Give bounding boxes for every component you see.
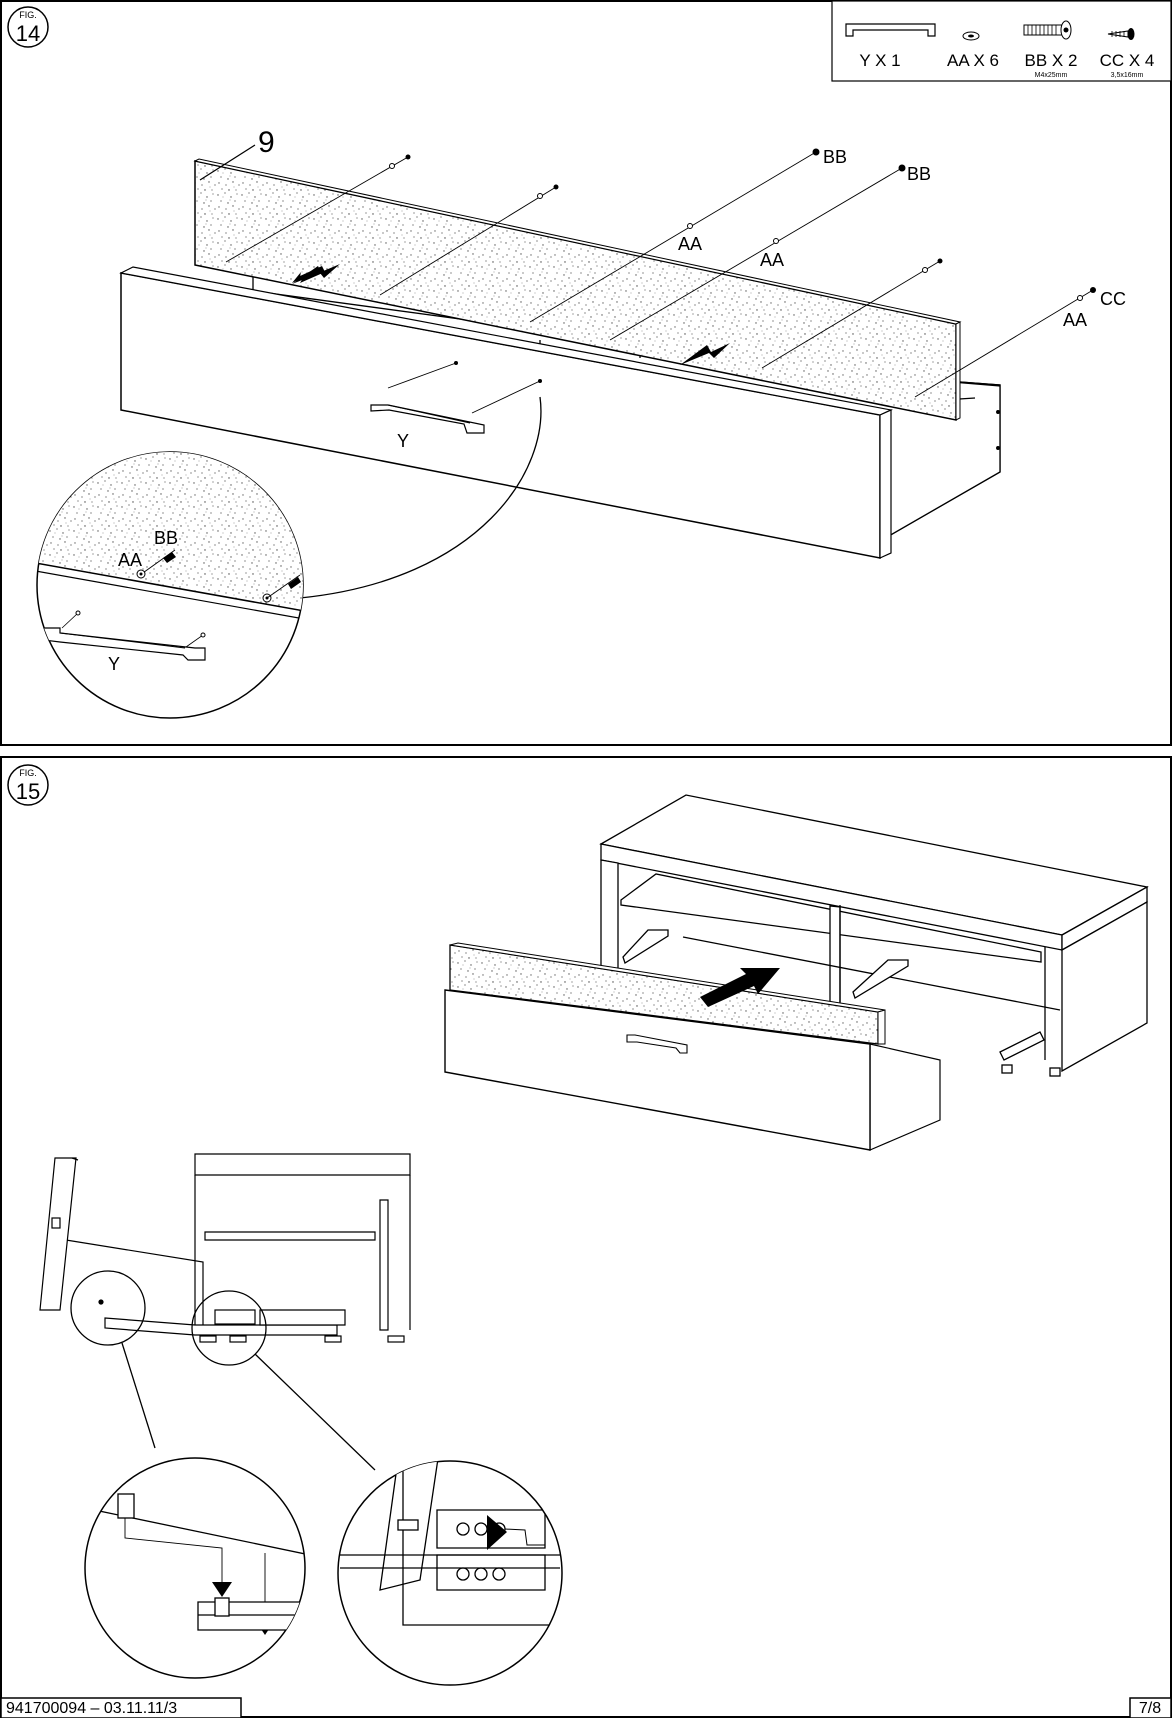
panel-9: 9 bbox=[193, 126, 962, 421]
detail-label-y: Y bbox=[108, 654, 120, 674]
label-cc: CC bbox=[1100, 289, 1126, 309]
push-arrows bbox=[292, 264, 730, 365]
footer-page-number: 7/8 bbox=[1139, 1700, 1161, 1717]
fig14-badge: FIG. 14 bbox=[7, 6, 49, 48]
handle-icon bbox=[845, 23, 936, 37]
fig15-frame bbox=[0, 756, 1172, 1718]
fig14-number: 14 bbox=[16, 21, 40, 46]
part-bb-qty: BB X 2 bbox=[1025, 51, 1078, 70]
part-cc-spec: 3,5x16mm bbox=[1111, 72, 1144, 79]
fig15-side-view bbox=[39, 1153, 411, 1343]
label-handle-y: Y bbox=[397, 431, 409, 451]
fig15-drawer bbox=[444, 942, 941, 1151]
fig15-number: 15 bbox=[16, 779, 40, 804]
fig15-zoom-markers bbox=[70, 1270, 376, 1471]
machine-screw-icon bbox=[1023, 20, 1072, 40]
label-bb-1: BB bbox=[823, 147, 847, 167]
fig14-frame bbox=[0, 0, 1172, 746]
part-y-qty: Y X 1 bbox=[859, 51, 900, 70]
panel-number-label: 9 bbox=[258, 126, 275, 159]
detail-circle-left bbox=[84, 1457, 306, 1679]
footer: 941700094 – 03.11.11/3 7/8 bbox=[0, 1697, 1172, 1718]
parts-box: Y X 1 AA X 6 BB X 2 M4x25mm CC X 4 3,5x1… bbox=[831, 0, 1172, 82]
wood-screw-icon bbox=[1107, 28, 1135, 40]
part-bb-spec: M4x25mm bbox=[1035, 72, 1068, 79]
tv-cabinet bbox=[599, 794, 1149, 1077]
fixing-lines bbox=[225, 151, 1094, 414]
fig14-labels: BB BB AA AA AA CC Y bbox=[397, 147, 1126, 451]
detail-circle-right bbox=[337, 1460, 563, 1686]
part-cc-qty: CC X 4 bbox=[1100, 51, 1155, 70]
handle-y bbox=[370, 404, 485, 434]
fig14-label: FIG. bbox=[19, 10, 37, 20]
label-aa-1: AA bbox=[678, 234, 702, 254]
part-aa-qty: AA X 6 bbox=[947, 51, 999, 70]
screw-heads bbox=[389, 148, 1096, 383]
footer-doc-code: 941700094 – 03.11.11/3 bbox=[6, 1700, 177, 1717]
label-aa-3: AA bbox=[1063, 310, 1087, 330]
detail-label-aa: AA bbox=[118, 550, 142, 570]
detail-label-bb: BB bbox=[154, 528, 178, 548]
fig15-badge: FIG. 15 bbox=[7, 764, 49, 806]
fig15-label: FIG. bbox=[19, 768, 37, 778]
detail-circle-fig14: BB AA Y bbox=[36, 396, 542, 719]
label-bb-2: BB bbox=[907, 164, 931, 184]
drawer-front bbox=[119, 266, 893, 559]
washer-icon bbox=[962, 31, 980, 41]
label-aa-2: AA bbox=[760, 250, 784, 270]
